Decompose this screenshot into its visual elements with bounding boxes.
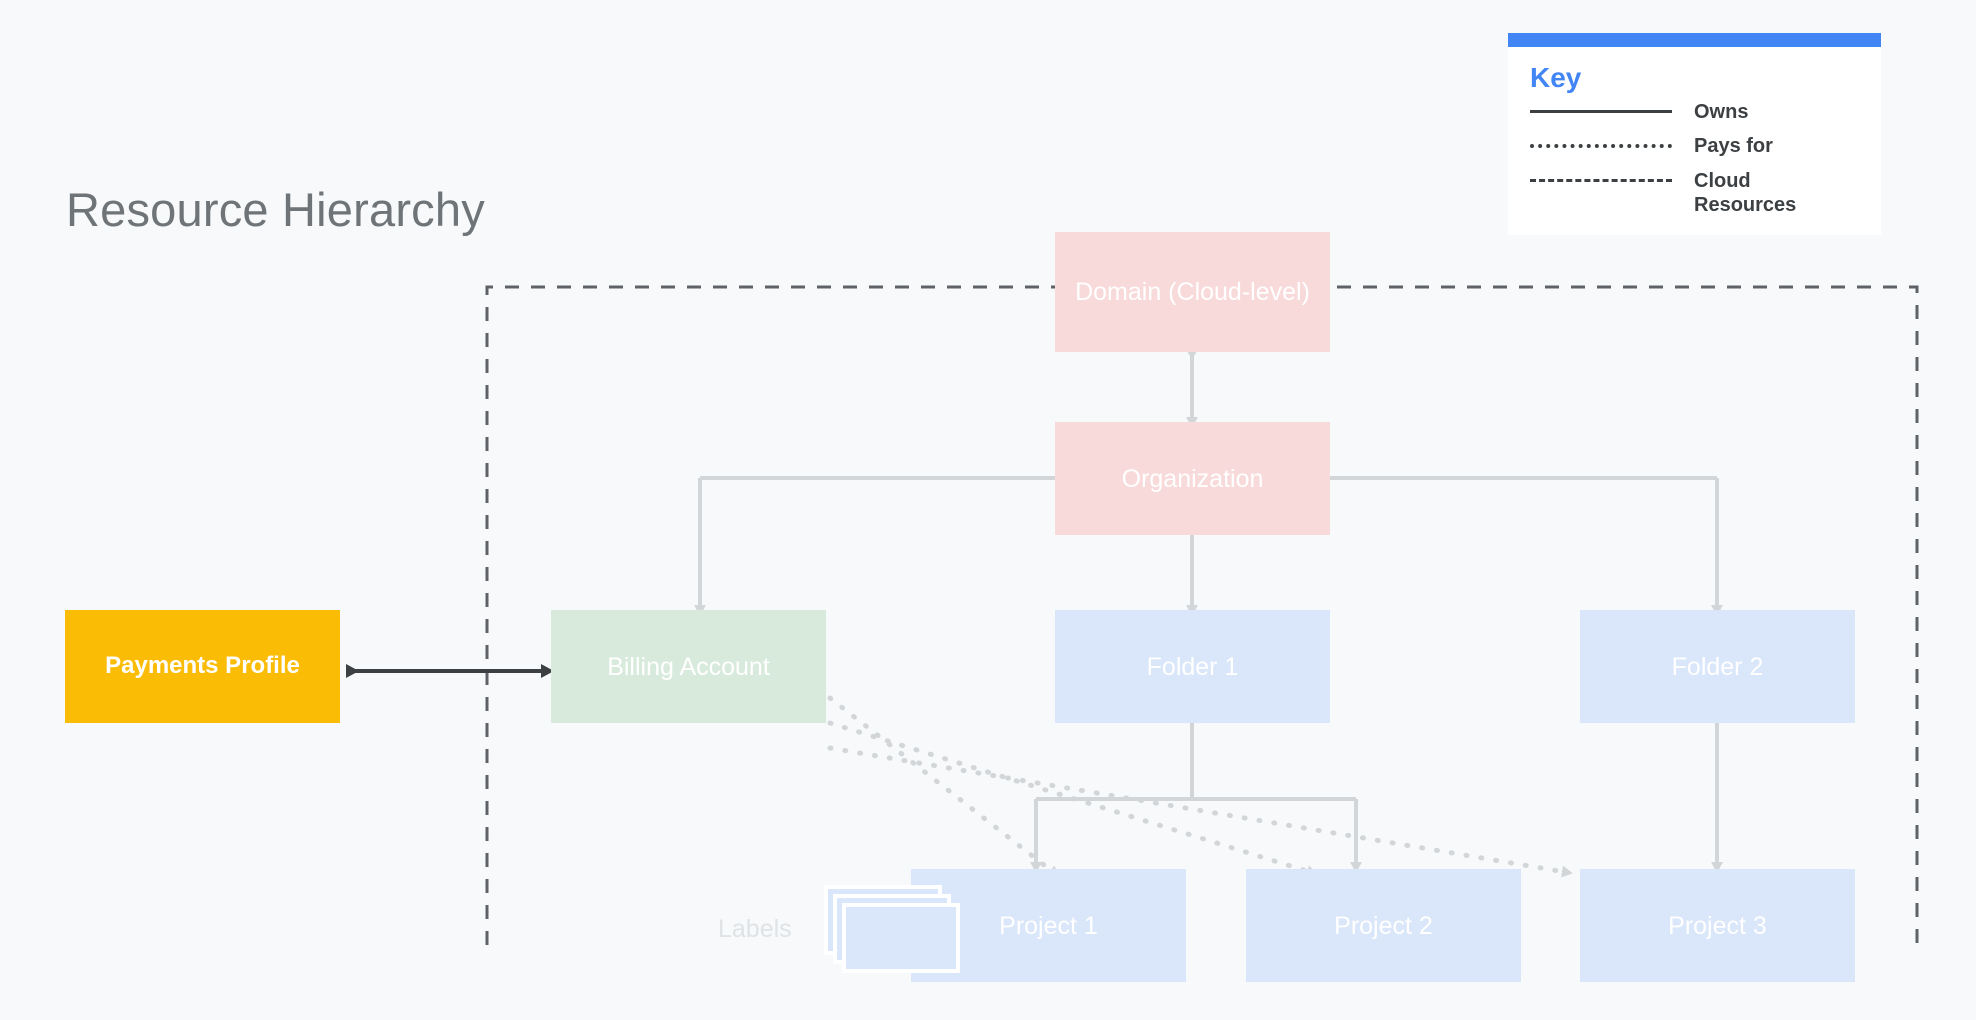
labels-caption: Labels [718,915,792,943]
key-label-cloud-resources: Cloud Resources [1694,169,1797,216]
node-folder-2[interactable]: Folder 2 [1580,610,1855,723]
node-folder-2-label: Folder 2 [1671,652,1764,681]
key-label-owns: Owns [1694,100,1749,123]
node-billing-account-label: Billing Account [607,652,770,681]
node-project-3-label: Project 3 [1668,911,1767,940]
pays-for-billing-project1 [827,695,1060,877]
key-row-pays-for: Pays for [1530,134,1859,158]
node-organization-label: Organization [1121,464,1264,493]
key-row-owns: Owns [1530,100,1859,124]
node-payments-profile-label: Payments Profile [105,652,300,680]
node-project-1-label: Project 1 [999,911,1098,940]
key-row-cloud-resources: Cloud Resources [1530,169,1859,218]
node-folder-1-label: Folder 1 [1146,652,1239,681]
node-payments-profile[interactable]: Payments Profile [65,610,340,723]
node-domain-label: Domain (Cloud-level) [1075,278,1310,306]
node-billing-account[interactable]: Billing Account [551,610,826,723]
node-project-2[interactable]: Project 2 [1246,869,1521,982]
pays-for-billing-project2 [827,720,1318,877]
node-project-3[interactable]: Project 3 [1580,869,1855,982]
node-organization[interactable]: Organization [1055,422,1330,535]
node-project-2-label: Project 2 [1334,911,1433,940]
key-legend-card: Key Owns Pays for Cloud Resources [1508,33,1881,236]
key-heading: Key [1530,62,1582,93]
key-label-pays-for: Pays for [1694,135,1773,158]
dashed-line-icon [1530,169,1672,191]
dotted-line-icon [1530,134,1672,156]
node-folder-1[interactable]: Folder 1 [1055,610,1330,723]
label-card-front [842,903,960,973]
page-title: Resource Hierarchy [66,183,485,236]
labels-stack-icon [824,885,960,973]
solid-line-icon [1530,100,1672,122]
node-domain[interactable]: Domain (Cloud-level) [1055,232,1330,352]
pays-for-billing-project3 [827,745,1573,878]
key-accent-bar [1508,33,1881,47]
